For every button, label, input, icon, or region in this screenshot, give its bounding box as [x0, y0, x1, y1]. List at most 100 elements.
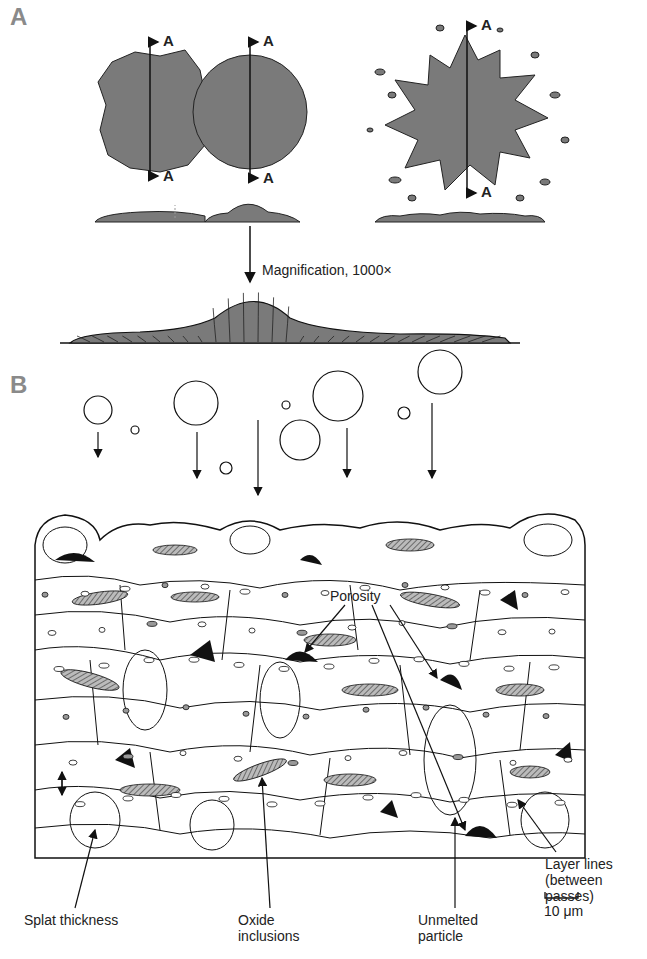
layer-dot	[240, 589, 250, 594]
grain-line	[342, 336, 349, 342]
callout-label: 10 μm	[544, 903, 583, 919]
layer-dot	[504, 666, 514, 671]
layer-dot	[201, 584, 209, 589]
grain-line	[228, 298, 230, 342]
grain-line	[138, 336, 146, 342]
layer-dot	[555, 800, 565, 805]
layer-dot	[348, 625, 356, 630]
layer-dot	[423, 705, 429, 710]
layer-dot	[54, 666, 64, 671]
layer-dot	[48, 630, 56, 635]
layer-dot	[549, 629, 555, 634]
layer-dot	[297, 630, 307, 635]
layer-dot	[219, 796, 229, 801]
layer-dot	[315, 801, 325, 806]
layer-dot	[441, 585, 449, 590]
splat-irregular	[98, 50, 205, 172]
layer-dot	[123, 796, 133, 801]
grain-line	[426, 336, 440, 342]
grain-line	[482, 336, 500, 342]
grain-line	[243, 293, 245, 342]
layer-dot	[243, 711, 249, 716]
layer-dot	[234, 662, 244, 667]
layer-dot	[363, 795, 373, 800]
layer-dot	[321, 590, 329, 595]
grain-line	[92, 336, 104, 342]
grain-line	[272, 297, 274, 342]
grain-line	[198, 336, 202, 342]
layer-dot	[414, 657, 424, 662]
grain-line	[107, 336, 118, 342]
layer-dot	[402, 583, 408, 588]
layer-dot	[144, 658, 154, 663]
callout-label: Layer lines (between passes)	[545, 856, 635, 904]
layer-dot	[42, 592, 48, 597]
layer-dot	[363, 707, 369, 712]
layer-dot	[459, 797, 469, 802]
layer-dot	[267, 802, 277, 807]
section-marker: A	[163, 168, 174, 184]
layer-dot	[453, 755, 463, 760]
layer-dot	[189, 657, 199, 662]
layer-dot	[234, 756, 242, 761]
grain-line	[153, 336, 160, 342]
layer-dot	[522, 592, 528, 597]
layer-dot	[63, 714, 69, 719]
layer-dot	[345, 756, 351, 761]
layer-dot	[99, 627, 105, 632]
section-marker: A	[263, 33, 274, 49]
layer-dot	[198, 622, 206, 627]
layer-dot	[447, 624, 457, 629]
callout-label: Oxide inclusions	[238, 912, 318, 944]
layer-dot	[171, 793, 181, 798]
grain-line	[384, 336, 395, 342]
grain-line	[370, 336, 379, 342]
section-marker: A	[263, 170, 274, 186]
layer-dot	[324, 664, 334, 669]
layer-dot	[483, 712, 489, 717]
callout-label: Porosity	[330, 588, 381, 604]
layer-dot	[543, 714, 549, 719]
layer-dot	[69, 760, 77, 765]
grain-line	[168, 336, 174, 342]
layer-dot	[279, 666, 289, 671]
layer-dot	[411, 793, 421, 798]
callout-label: Unmelted particle	[418, 912, 508, 944]
section-marker: A	[163, 33, 174, 49]
layer-dot	[123, 708, 129, 713]
layer-dot	[249, 628, 255, 633]
section-marker: A	[481, 17, 492, 33]
grain-line	[213, 308, 216, 342]
layer-dot	[561, 590, 569, 595]
layer-dot	[288, 760, 298, 765]
callout-label: Magnification, 1000×	[262, 262, 392, 278]
layer-dot	[99, 663, 109, 668]
layer-dot	[549, 665, 559, 670]
layer-dot	[510, 760, 516, 765]
layer-dot	[120, 586, 130, 591]
layer-dot	[147, 621, 157, 626]
layer-dot	[123, 754, 133, 759]
grain-line	[468, 336, 485, 342]
callout-label: Splat thickness	[24, 912, 118, 928]
panel-letter: A	[10, 4, 27, 30]
grain-line	[356, 336, 364, 342]
layer-dot	[480, 590, 490, 595]
layer-dot	[564, 757, 572, 762]
panel-letter: B	[10, 372, 27, 398]
grain-line	[328, 336, 334, 342]
grain-line	[412, 336, 425, 342]
grain-line	[122, 336, 132, 342]
grain-line	[77, 336, 90, 342]
layer-dot	[75, 802, 85, 807]
layer-dot	[183, 705, 189, 710]
layer-dot	[507, 802, 517, 807]
grain-line	[300, 336, 304, 342]
layer-dot	[399, 751, 407, 756]
layer-dot	[303, 714, 309, 719]
layer-dot	[459, 661, 469, 666]
grain-line	[286, 306, 289, 342]
layer-dot	[369, 658, 379, 663]
layer-dot	[282, 592, 288, 597]
